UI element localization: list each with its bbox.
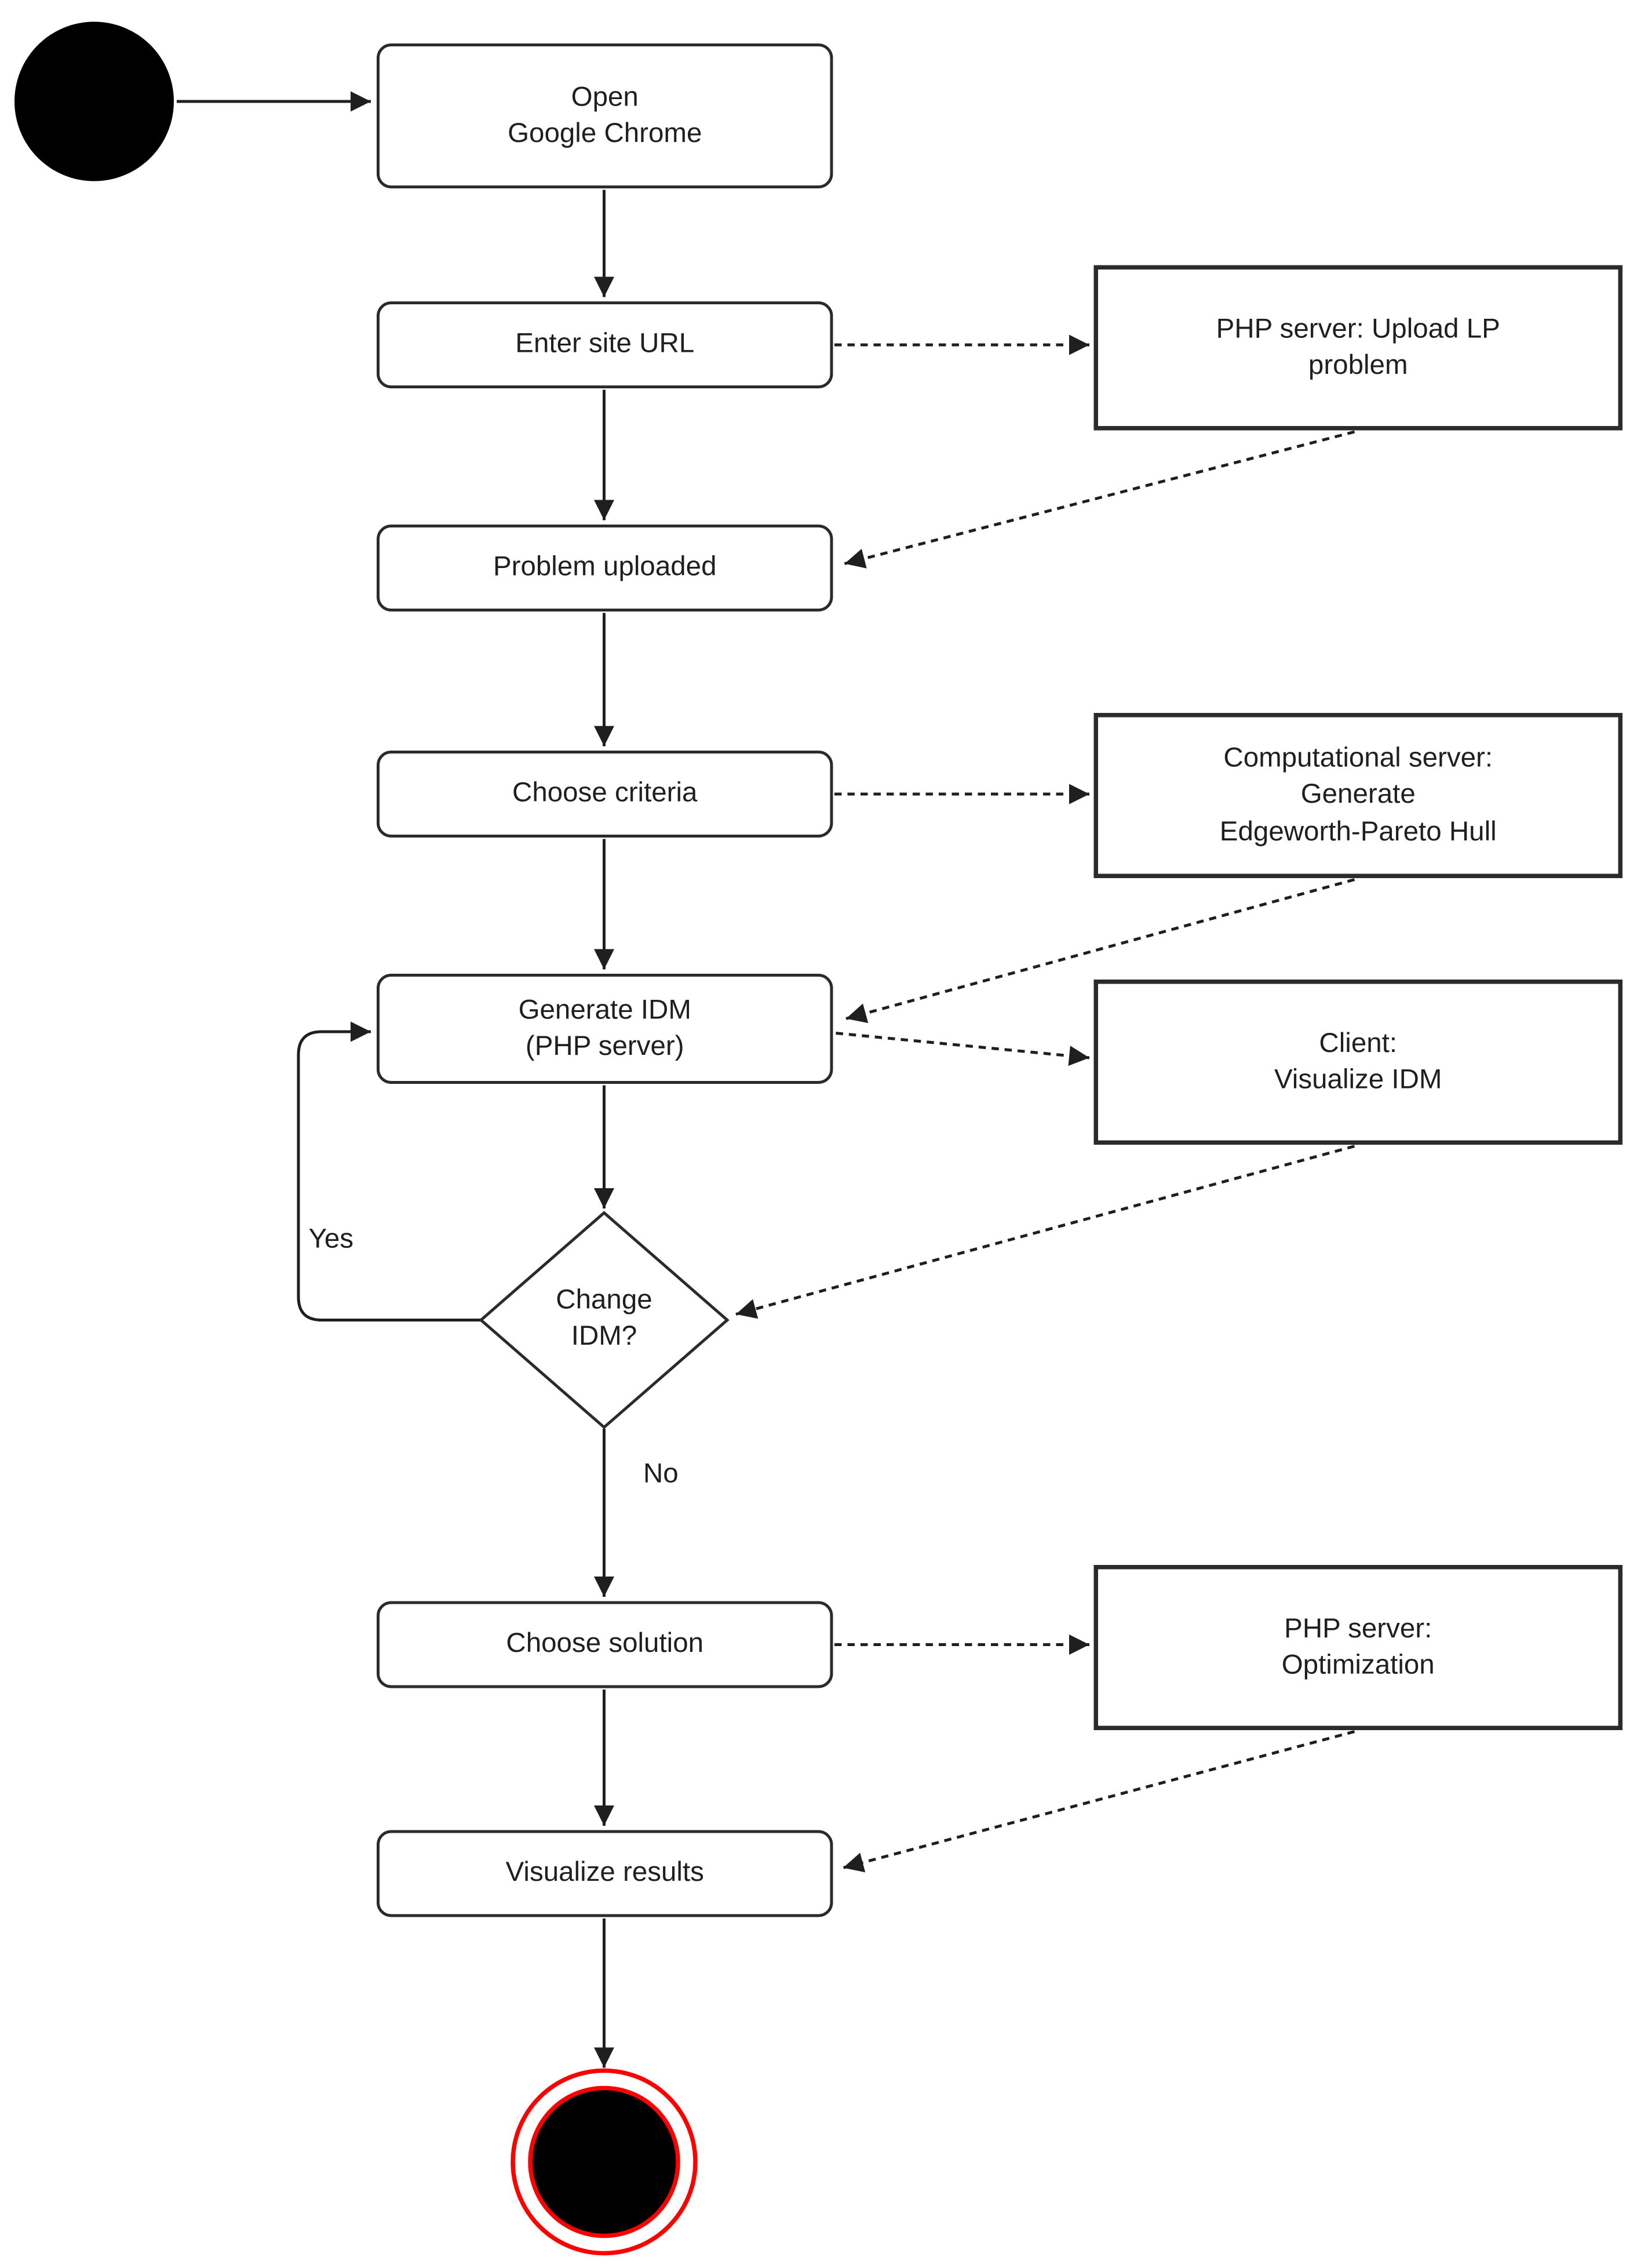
edge-comp-server-to-generate-idm — [845, 878, 1355, 1024]
decision-diamond — [479, 1211, 730, 1429]
edge-label-no: No — [643, 1459, 679, 1490]
node-visualize-results: Visualize results — [377, 1830, 833, 1917]
node-label: Choose criteria — [512, 778, 698, 810]
node-label: PHP server: Upload LP problem — [1216, 314, 1500, 381]
node-label: Enter site URL — [515, 329, 695, 361]
edge-php-upload-to-problem-uploaded — [844, 430, 1355, 569]
initial-node — [14, 21, 174, 181]
node-change-idm-decision: Change IDM? — [503, 1275, 706, 1365]
node-label: Problem uploaded — [493, 552, 717, 584]
node-label: Client: Visualize IDM — [1274, 1028, 1442, 1095]
node-label: Visualize results — [505, 1858, 704, 1889]
node-choose-criteria: Choose criteria — [377, 751, 833, 838]
edge-decision-yes-loop-to-generate-idm — [297, 1021, 481, 1322]
edge-client-to-decision — [735, 1145, 1355, 1319]
node-label: Change IDM? — [556, 1286, 652, 1352]
node-label: Computational server: Generate Edgeworth… — [1219, 744, 1497, 847]
node-generate-idm: Generate IDM (PHP server) — [377, 974, 833, 1084]
node-open-google-chrome: Open Google Chrome — [377, 43, 833, 188]
node-label: Generate IDM (PHP server) — [518, 995, 691, 1062]
edge-generate-idm-to-client — [836, 1031, 1090, 1066]
node-label: PHP server: Optimization — [1281, 1614, 1435, 1681]
node-computational-server: Computational server: Generate Edgeworth… — [1093, 713, 1623, 878]
node-enter-site-url: Enter site URL — [377, 301, 833, 388]
edge-php-optimization-to-visualize-results — [843, 1730, 1355, 1873]
node-label: Open Google Chrome — [508, 82, 702, 150]
node-label: Choose solution — [506, 1629, 704, 1660]
node-php-server-optimization: PHP server: Optimization — [1093, 1565, 1623, 1730]
node-client-visualize-idm: Client: Visualize IDM — [1093, 980, 1623, 1145]
node-php-server-upload: PHP server: Upload LP problem — [1093, 265, 1623, 431]
node-problem-uploaded: Problem uploaded — [377, 525, 833, 611]
final-node — [511, 2068, 698, 2256]
edge-label-yes: Yes — [308, 1224, 354, 1255]
node-choose-solution: Choose solution — [377, 1601, 833, 1688]
